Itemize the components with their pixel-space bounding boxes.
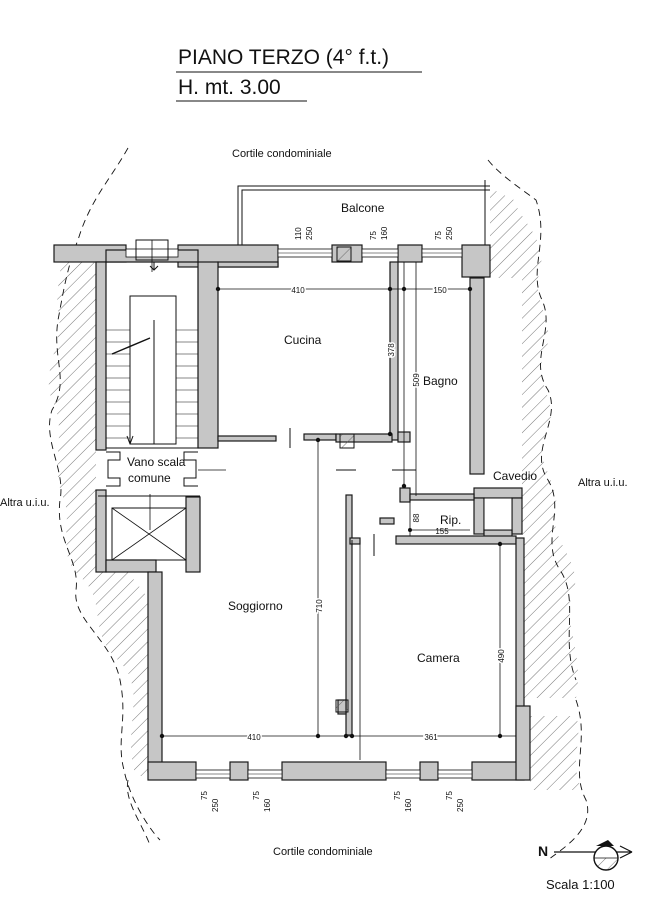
- dim-win-top-2a: 75: [369, 231, 378, 240]
- dim-win-bot-3b: 160: [404, 798, 413, 812]
- dim-win-top-1a: 110: [294, 227, 303, 240]
- dim-rip-width: 155: [435, 527, 449, 536]
- dim-win-top-3b: 250: [445, 226, 454, 240]
- dim-soggiorno-depth: 710: [315, 599, 324, 613]
- label-balcone: Balcone: [341, 201, 385, 215]
- hatch-right-neighbour: [490, 188, 579, 698]
- dimension-lines: [159, 262, 516, 760]
- dim-win-bot-3a: 75: [393, 791, 402, 800]
- windows-bottom: [195, 769, 473, 779]
- label-courtyard-top: Cortile condominiale: [232, 148, 332, 160]
- flue-ducts: [335, 246, 355, 713]
- dim-bagno-width: 150: [433, 286, 447, 295]
- dim-camera-width: 361: [424, 733, 438, 742]
- label-cavedio: Cavedio: [493, 469, 537, 483]
- dim-win-bot-2a: 75: [252, 791, 261, 800]
- dim-cucina-width: 410: [291, 286, 305, 295]
- label-vano-scala-1: Vano scala: [127, 455, 186, 469]
- label-camera: Camera: [417, 651, 460, 665]
- dim-soggiorno-width: 410: [247, 733, 261, 742]
- label-bagno: Bagno: [423, 374, 458, 388]
- dashed-boundary-left: [49, 147, 161, 841]
- label-other-unit-right: Altra u.i.u.: [578, 477, 628, 489]
- lift-shaft: [111, 507, 187, 561]
- hatch-bottom-right-neighbour: [530, 716, 582, 790]
- windows-top: [125, 239, 463, 272]
- dim-win-top-3a: 75: [434, 231, 443, 240]
- north-arrow-icon: N: [538, 840, 633, 871]
- dashed-boundary-bottom-left: [126, 779, 151, 846]
- dim-bagno-depth: 509: [412, 373, 421, 387]
- label-courtyard-bottom: Cortile condominiale: [273, 846, 373, 858]
- label-other-unit-left: Altra u.i.u.: [0, 497, 50, 509]
- dim-win-bot-1a: 75: [200, 791, 209, 800]
- scale-label: Scala 1:100: [546, 877, 615, 892]
- north-letter: N: [538, 843, 548, 859]
- dim-cucina-depth: 378: [387, 343, 396, 357]
- label-cucina: Cucina: [284, 333, 322, 347]
- dim-win-bot-4a: 75: [445, 791, 454, 800]
- label-soggiorno: Soggiorno: [228, 599, 283, 613]
- label-vano-scala-2: comune: [128, 471, 171, 485]
- dim-win-bot-1b: 250: [211, 798, 220, 812]
- dim-win-top-2b: 160: [380, 226, 389, 240]
- staircase: [98, 261, 226, 530]
- dim-rip-depth: 88: [412, 513, 421, 522]
- dashed-boundary-right: [487, 159, 577, 681]
- label-rip: Rip.: [440, 513, 461, 527]
- title-floor: PIANO TERZO (4° f.t.): [178, 46, 389, 69]
- cavedio-box: [483, 497, 513, 531]
- balcony-railing: [237, 185, 490, 245]
- dashed-boundary-bottom-right: [547, 699, 589, 861]
- title-height: H. mt. 3.00: [178, 76, 281, 99]
- dim-camera-depth: 490: [497, 649, 506, 663]
- dim-win-bot-2b: 160: [263, 798, 272, 812]
- dim-win-bot-4b: 250: [456, 798, 465, 812]
- dim-win-top-1b: 250: [305, 226, 314, 240]
